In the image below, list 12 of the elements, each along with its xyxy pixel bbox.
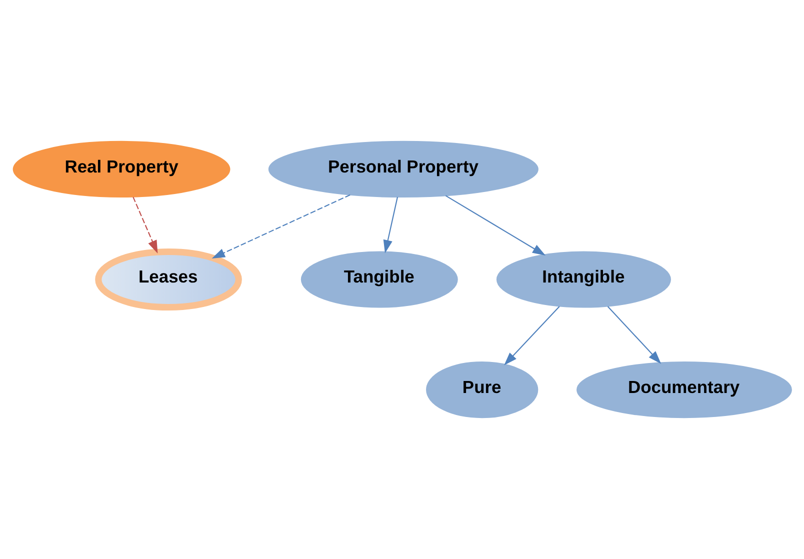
arrow (132, 196, 158, 254)
node-ellipse: Personal Property (268, 140, 538, 198)
arrow (606, 306, 661, 364)
arrow (211, 194, 350, 258)
node-ellipse: Pure (426, 361, 538, 418)
node-ellipse: Documentary (576, 361, 792, 418)
arrow (444, 195, 546, 256)
node-ellipse: Tangible (300, 251, 458, 308)
arrow (382, 196, 398, 254)
node-ellipse: Real Property (12, 140, 230, 198)
arrow (504, 306, 560, 366)
node-ellipse: Intangible (496, 251, 670, 308)
